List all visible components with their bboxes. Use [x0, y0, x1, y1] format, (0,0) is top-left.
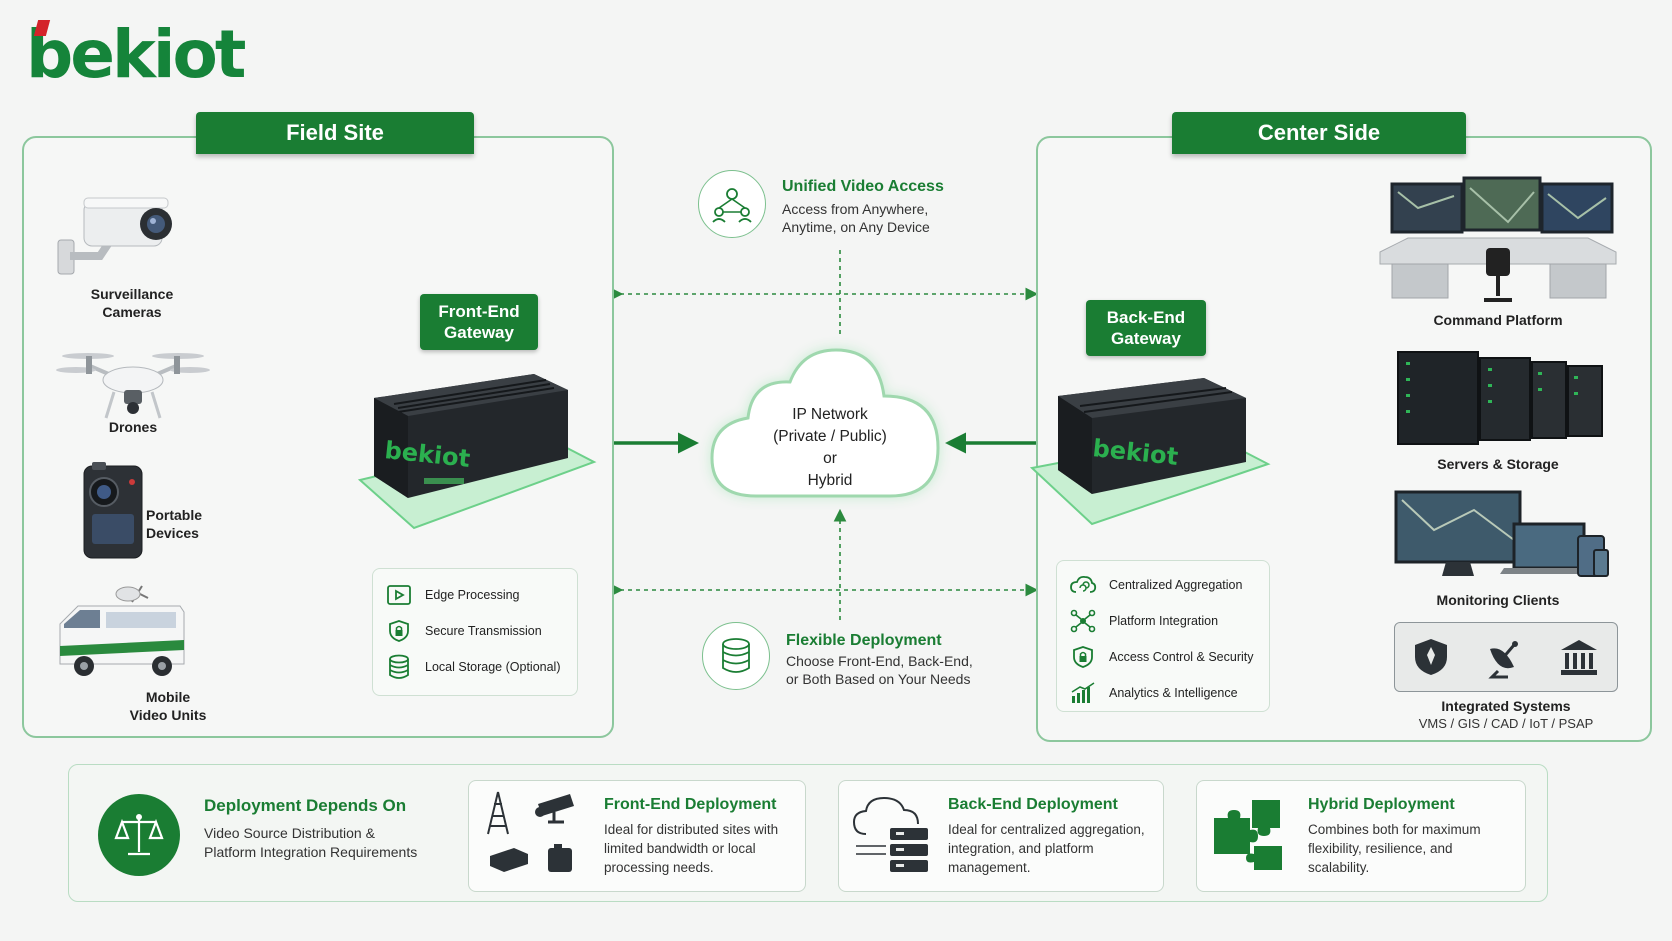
flexible-text: Choose Front-End, Back-End,or Both Based…: [786, 653, 973, 687]
database-icon: [702, 622, 770, 690]
feature-label: Centralized Aggregation: [1109, 578, 1243, 592]
feature-label: Secure Transmission: [425, 624, 542, 638]
center-side-title: Center Side: [1172, 112, 1466, 154]
feature-label: Edge Processing: [425, 588, 520, 602]
front-end-deployment-card: [468, 780, 806, 892]
depends-title: Deployment Depends On: [204, 796, 407, 815]
depends-text: Video Source Distribution &Platform Inte…: [204, 825, 418, 860]
feature-secure-transmission: Secure Transmission: [373, 613, 577, 649]
puzzle-icon: [1214, 800, 1282, 870]
play-box-icon: [385, 583, 413, 607]
government-building-icon: [1561, 640, 1598, 675]
servers-storage-icon: [1397, 351, 1603, 445]
feature-label: Local Storage (Optional): [425, 660, 561, 674]
output-label-monitoring: Monitoring Clients: [1436, 592, 1560, 608]
feature-centralized-aggregation: Centralized Aggregation: [1057, 567, 1269, 603]
output-label-servers: Servers & Storage: [1437, 456, 1559, 472]
scales-icon: [98, 794, 180, 876]
police-badge-icon: [1414, 639, 1447, 675]
bekiot-logo: bekiot: [26, 20, 246, 88]
integrated-systems-subtitle: VMS / GIS / CAD / IoT / PSAP: [1418, 716, 1594, 731]
front-end-gateway-device: bekiot: [357, 374, 597, 530]
flexible-deployment: Flexible Deployment Choose Front-End, Ba…: [786, 632, 1016, 688]
feature-platform-integration: Platform Integration: [1057, 603, 1269, 639]
drone-icon: [56, 353, 210, 419]
logo-text: bekiot: [26, 16, 246, 93]
unified-video-access: Unified Video Access Access from Anywher…: [782, 178, 1002, 236]
ip-network-text: IP Network (Private / Public) or Hybrid: [773, 406, 887, 489]
hybrid-deployment-text: Hybrid Deployment Combines both for maxi…: [1308, 796, 1520, 877]
deployment-depends: Deployment Depends On Video Source Distr…: [204, 796, 454, 862]
front-end-devices-icon: [487, 791, 574, 872]
mobile-van-icon: [59, 585, 185, 676]
shield-lock-icon: [1069, 645, 1097, 669]
feature-analytics: Analytics & Intelligence: [1057, 675, 1269, 711]
body-camera-icon: [83, 462, 143, 559]
feature-access-control: Access Control & Security: [1057, 639, 1269, 675]
flexible-title: Flexible Deployment: [786, 632, 942, 649]
back-end-deployment-text: Back-End Deployment Ideal for centralize…: [948, 796, 1162, 877]
front-end-deployment-text: Front-End Deployment Ideal for distribut…: [604, 796, 804, 877]
network-users-icon: [698, 170, 766, 238]
card-title: Front-End Deployment: [604, 796, 777, 813]
center-feature-list: Centralized Aggregation Platform Integra…: [1056, 560, 1270, 712]
output-label-command: Command Platform: [1433, 312, 1563, 328]
feature-label: Platform Integration: [1109, 614, 1219, 628]
feature-label: Analytics & Intelligence: [1109, 686, 1238, 700]
monitoring-clients-icon: [1394, 490, 1609, 577]
unified-title: Unified Video Access: [782, 178, 944, 195]
satellite-dish-icon: [1488, 641, 1518, 679]
bar-chart-icon: [1069, 681, 1097, 705]
card-title: Hybrid Deployment: [1308, 796, 1455, 813]
ip-network-cloud: [710, 348, 940, 498]
unified-text: Access from Anywhere,Anytime, on Any Dev…: [782, 201, 930, 235]
database-icon: [385, 654, 413, 679]
back-end-gateway-device: bekiot: [1029, 378, 1271, 526]
surveillance-camera-icon: [57, 197, 172, 275]
field-site-title: Field Site: [196, 112, 474, 154]
card-text: Ideal for centralized aggregation,integr…: [948, 822, 1145, 875]
feature-edge-processing: Edge Processing: [373, 577, 577, 613]
command-platform-icon: [1379, 176, 1617, 302]
network-nodes-icon: [1069, 609, 1097, 633]
cloud-server-icon: [852, 796, 928, 872]
feature-label: Access Control & Security: [1109, 650, 1254, 664]
field-feature-list: Edge Processing Secure Transmission Loca…: [372, 568, 578, 696]
integrated-systems-title: Integrated Systems: [1441, 698, 1571, 714]
integrated-systems-box: [1394, 622, 1618, 692]
cloud-sync-icon: [1069, 573, 1097, 597]
card-title: Back-End Deployment: [948, 796, 1118, 813]
shield-lock-icon: [385, 619, 413, 643]
device-label-drones: Drones: [108, 419, 158, 435]
feature-local-storage: Local Storage (Optional): [373, 649, 577, 685]
